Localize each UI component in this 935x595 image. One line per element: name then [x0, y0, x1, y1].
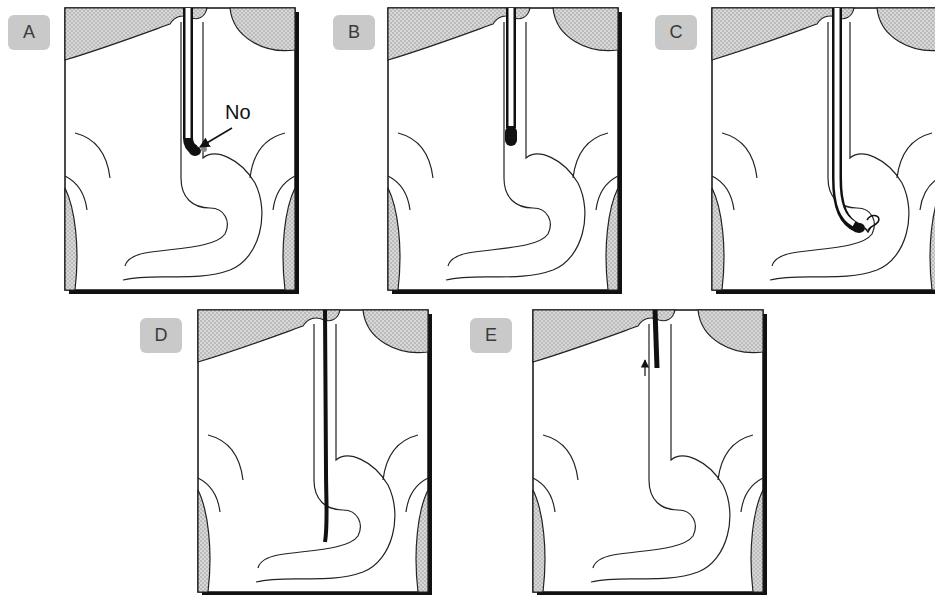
- panel-letter: C: [670, 22, 683, 43]
- panel-b: [388, 8, 622, 294]
- panel-letter: B: [348, 22, 360, 43]
- panel-letter-box: B: [333, 15, 375, 50]
- panel-letter: A: [23, 22, 35, 43]
- panel-letter-box: D: [140, 318, 182, 353]
- panel-a: [65, 8, 299, 294]
- panel-letter-box: A: [8, 15, 50, 50]
- panel-letter-box: C: [655, 15, 697, 50]
- panel-letter-box: E: [470, 318, 512, 353]
- leader-arrow: [200, 128, 232, 147]
- panel-d: [198, 310, 432, 595]
- panel-letter: E: [485, 325, 497, 346]
- panel-c: [712, 8, 935, 294]
- panel-e: [533, 310, 767, 595]
- panel-letter: D: [155, 325, 168, 346]
- callout-label: No: [225, 101, 251, 124]
